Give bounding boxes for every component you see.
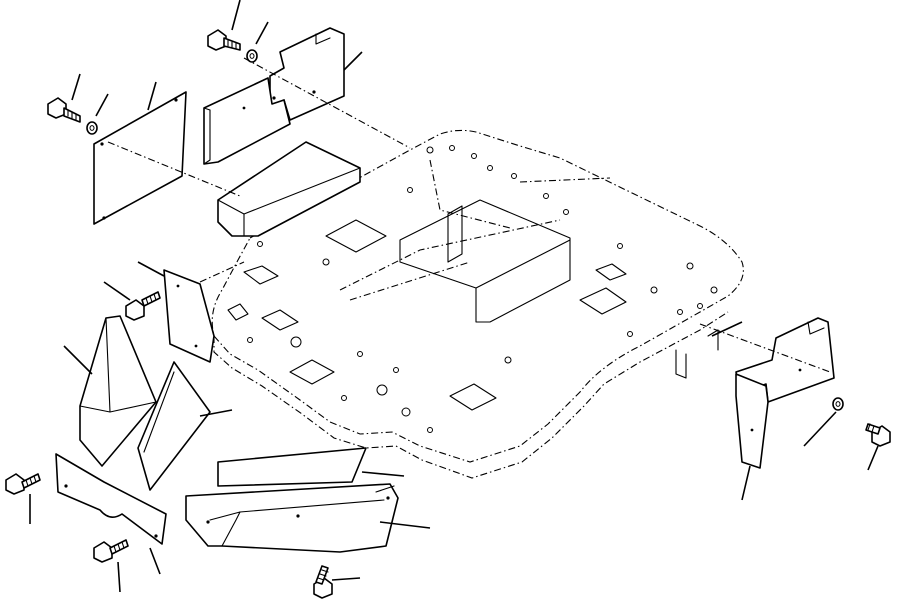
leader-7 xyxy=(103,281,131,301)
bolt-icon-upper-left xyxy=(47,97,81,123)
leader-19 xyxy=(867,445,879,471)
main-frame-plate xyxy=(211,129,744,479)
washer-icon-top xyxy=(246,49,258,63)
leader-6 xyxy=(147,81,157,111)
side-cover-left xyxy=(93,91,187,225)
leader-20 xyxy=(711,321,743,337)
frame-opening-1 xyxy=(325,219,387,253)
bolt-icon-bottom-center xyxy=(313,565,333,599)
frame-opening-8 xyxy=(595,263,627,281)
bolt-icon-right xyxy=(865,423,891,447)
leader-10 xyxy=(199,409,233,417)
frame-inner-line-1 xyxy=(339,219,561,291)
frame-inner-line-3 xyxy=(519,177,611,183)
washer-icon-upper-left xyxy=(86,121,98,135)
leader-8 xyxy=(137,261,165,277)
leader-4 xyxy=(71,73,81,101)
front-cover-a xyxy=(79,315,157,467)
leader-15 xyxy=(117,561,121,593)
callout-leaders xyxy=(29,0,879,593)
upper-box-body xyxy=(217,141,361,237)
frame-inner-line-4 xyxy=(429,159,511,229)
frame-holes xyxy=(247,145,718,433)
leader-18 xyxy=(803,411,837,447)
leader-2 xyxy=(255,21,269,45)
right-cover xyxy=(735,317,835,469)
leader-13 xyxy=(331,577,361,581)
frame-side-edge xyxy=(213,311,729,479)
leader-11 xyxy=(361,471,405,477)
leader-1 xyxy=(231,0,241,31)
frame-opening-3 xyxy=(261,309,299,331)
rear-cover-left xyxy=(203,77,291,165)
frame-opening-4 xyxy=(227,303,249,321)
undercover xyxy=(185,483,399,553)
leader-17 xyxy=(741,465,751,501)
leader-16 xyxy=(149,547,161,575)
front-cover-b xyxy=(137,361,211,491)
side-cover-mid xyxy=(163,269,215,363)
frame-opening-2 xyxy=(243,265,279,285)
leader-12 xyxy=(379,521,431,529)
bolt-icon-bottom-left xyxy=(93,539,129,563)
bolt-icon-middle-left xyxy=(125,291,161,321)
frame-inner-line-2 xyxy=(349,261,471,301)
frame-bracket xyxy=(675,349,687,379)
bolt-icon-lower-left xyxy=(5,473,41,495)
leader-5 xyxy=(95,93,109,117)
lower-cover xyxy=(55,453,167,545)
washer-icon-right xyxy=(832,397,844,411)
upper-box xyxy=(217,141,361,237)
leader-9 xyxy=(63,345,93,375)
bolt-icon-top xyxy=(207,29,241,51)
leader-3 xyxy=(343,51,363,71)
cover-strip xyxy=(217,447,367,487)
center-box xyxy=(399,199,571,323)
alignment-lines xyxy=(107,57,831,373)
frame-opening-7 xyxy=(579,287,627,315)
frame-opening-6 xyxy=(449,383,497,411)
frame-opening-5 xyxy=(289,359,335,385)
frame-outline xyxy=(211,129,744,463)
